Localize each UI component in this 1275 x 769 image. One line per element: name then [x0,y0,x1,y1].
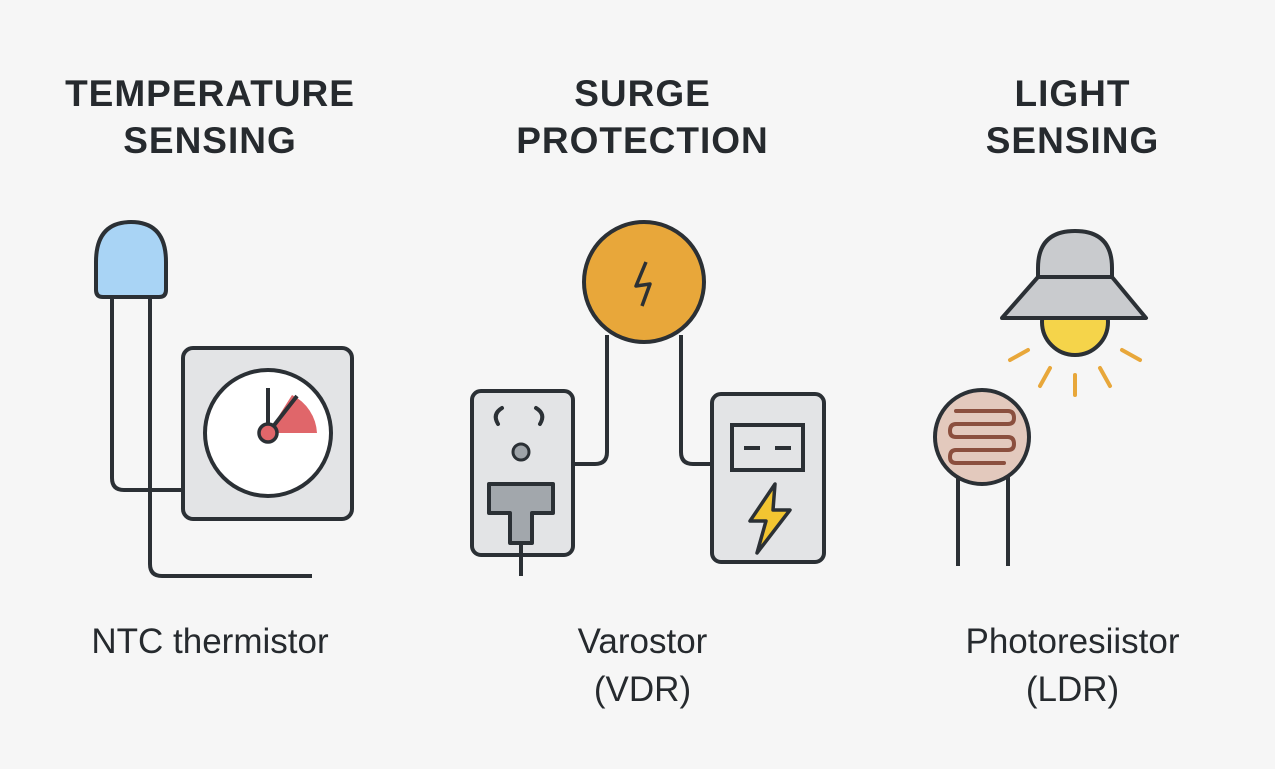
panel-caption: Varostor (VDR) [430,618,855,714]
heading-line: SENSING [985,120,1160,161]
heading-line: LIGHT [1014,73,1131,114]
varistor-scene [470,220,826,576]
caption-line: (VDR) [593,670,692,709]
caption-line: NTC thermistor [91,622,329,661]
caption-line: Varostor [577,622,708,661]
power-meter-icon [710,392,826,564]
thermistor-icon [94,219,312,578]
panel-heading: TEMPERATURE SENSING [0,70,420,164]
photoresistor-icon [933,388,1031,566]
varistor-icon [573,220,712,466]
caption-line: (LDR) [1025,670,1120,709]
panel-temperature: TEMPERATURE SENSING NTC thermistor [0,0,420,769]
panel-caption: NTC thermistor [0,618,420,666]
heading-line: SURGE [574,73,711,114]
panel-surge: SURGE PROTECTION [430,0,855,769]
thermistor-scene [94,219,354,578]
panel-heading: SURGE PROTECTION [430,70,855,164]
light-rays [1008,348,1142,397]
lamp-icon [1000,229,1148,397]
heading-line: TEMPERATURE [65,73,355,114]
wall-socket-icon [470,389,575,576]
heading-line: SENSING [123,120,297,161]
heading-line: PROTECTION [516,120,769,161]
gauge-icon [181,346,354,521]
light-scene [933,229,1148,566]
panel-heading: LIGHT SENSING [870,70,1275,164]
panel-light: LIGHT SENSING [870,0,1275,769]
panel-caption: Photoresiistor (LDR) [870,618,1275,714]
caption-line: Photoresiistor [965,622,1180,661]
